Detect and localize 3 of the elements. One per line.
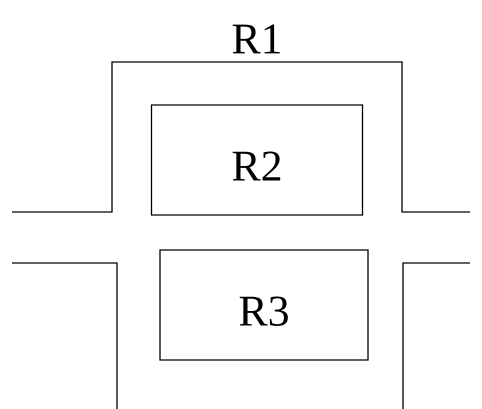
labeled-box: R3 bbox=[159, 249, 369, 361]
region-label: R1 bbox=[232, 24, 280, 54]
labeled-box: R2 bbox=[150, 104, 364, 216]
